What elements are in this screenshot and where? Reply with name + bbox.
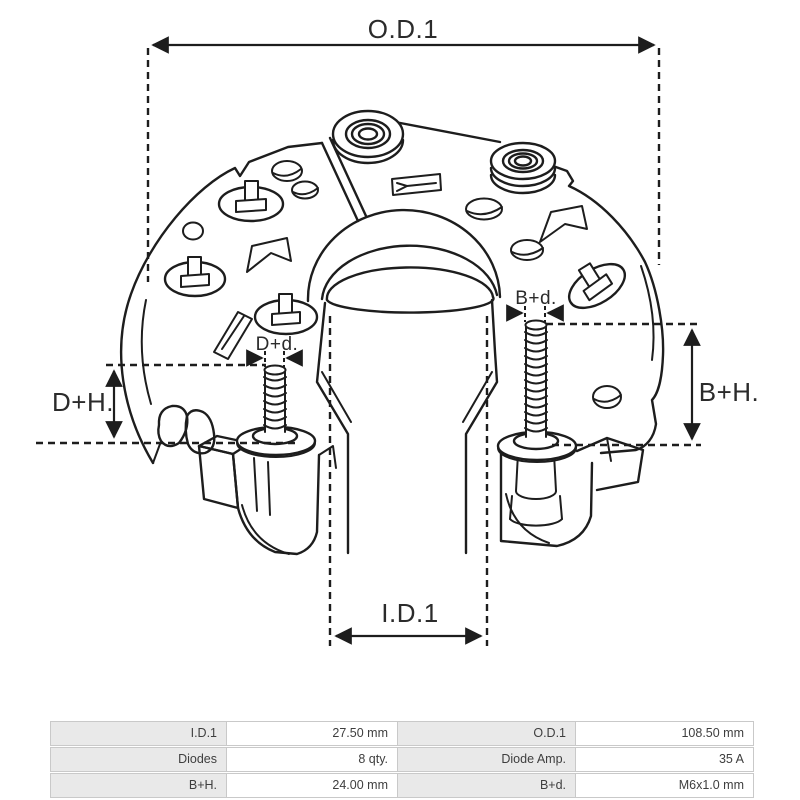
spec-cell-value: 27.50 mm [226, 721, 398, 746]
spec-cell-value: 35 A [575, 747, 754, 772]
left-foot-bracket [152, 404, 337, 556]
dimension-id1: I.D.1 [328, 316, 489, 646]
spec-cell-value: M6x1.0 mm [575, 773, 754, 798]
id1-label: I.D.1 [381, 598, 438, 628]
mounting-boss-right [489, 141, 557, 195]
stud-d-plus [235, 364, 317, 458]
dh-label: D+H. [52, 387, 114, 417]
spec-cell-label: B+d. [397, 773, 576, 798]
slotted-hole [271, 160, 622, 409]
terminal-slot-top [391, 173, 442, 196]
diode-pad [163, 256, 227, 298]
spec-cell-label: Diode Amp. [397, 747, 576, 772]
spec-cell-label: B+H. [50, 773, 227, 798]
od1-label: O.D.1 [368, 14, 438, 44]
spec-cell-value: 24.00 mm [226, 773, 398, 798]
spec-cell-label: O.D.1 [397, 721, 576, 746]
spec-cell-value: 8 qty. [226, 747, 398, 772]
diode-pad [253, 293, 319, 336]
dart-emboss-right [539, 205, 588, 243]
terminal-slot-left [213, 311, 253, 360]
dimension-dd: D+d. [246, 334, 303, 367]
diode-pad [217, 180, 285, 223]
dart-emboss-left [246, 237, 292, 273]
dimension-dh: D+H. [36, 363, 300, 445]
dimension-od1: O.D.1 [146, 14, 661, 282]
dd-label: D+d. [256, 334, 299, 355]
spec-table: I.D.1 27.50 mm O.D.1 108.50 mm Diodes 8 … [50, 721, 754, 799]
bh-label: B+H. [699, 377, 760, 407]
spec-cell-label: Diodes [50, 747, 227, 772]
spec-table-row: I.D.1 27.50 mm O.D.1 108.50 mm [50, 721, 754, 746]
dimension-bd: B+d. [506, 288, 564, 322]
diode-pad [568, 262, 626, 310]
spec-table-row: Diodes 8 qty. Diode Amp. 35 A [50, 747, 754, 772]
center-bore-arch [306, 208, 502, 555]
rectifier-body [119, 109, 665, 556]
mounting-boss-left [331, 109, 405, 165]
bd-label: B+d. [515, 288, 557, 309]
rivet-hole [182, 221, 204, 241]
spec-cell-value: 108.50 mm [575, 721, 754, 746]
spec-cell-label: I.D.1 [50, 721, 227, 746]
stud-b-plus [496, 319, 578, 463]
spec-table-row: B+H. 24.00 mm B+d. M6x1.0 mm [50, 773, 754, 798]
dimension-bh: B+H. [546, 322, 760, 447]
